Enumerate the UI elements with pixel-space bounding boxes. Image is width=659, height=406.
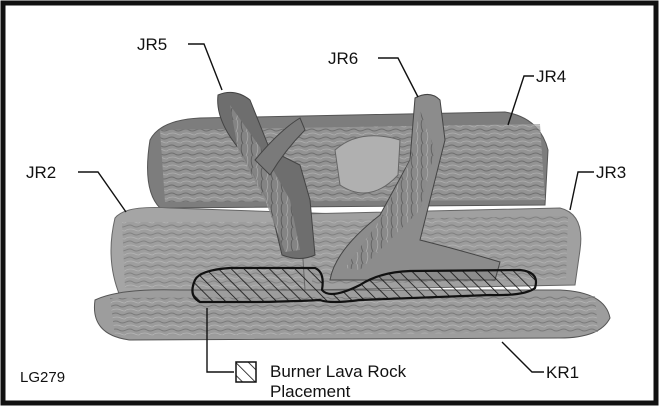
label-jr4: JR4 <box>536 67 566 86</box>
legend-line2: Placement <box>270 382 351 401</box>
legend-line1: Burner Lava Rock <box>270 362 407 381</box>
label-jr3: JR3 <box>596 163 626 182</box>
label-kr1: KR1 <box>546 363 579 382</box>
legend-swatch <box>236 362 256 382</box>
figure-code: LG279 <box>20 369 65 386</box>
label-jr6: JR6 <box>328 49 358 68</box>
label-jr2: JR2 <box>26 163 56 182</box>
label-jr5: JR5 <box>137 35 167 54</box>
